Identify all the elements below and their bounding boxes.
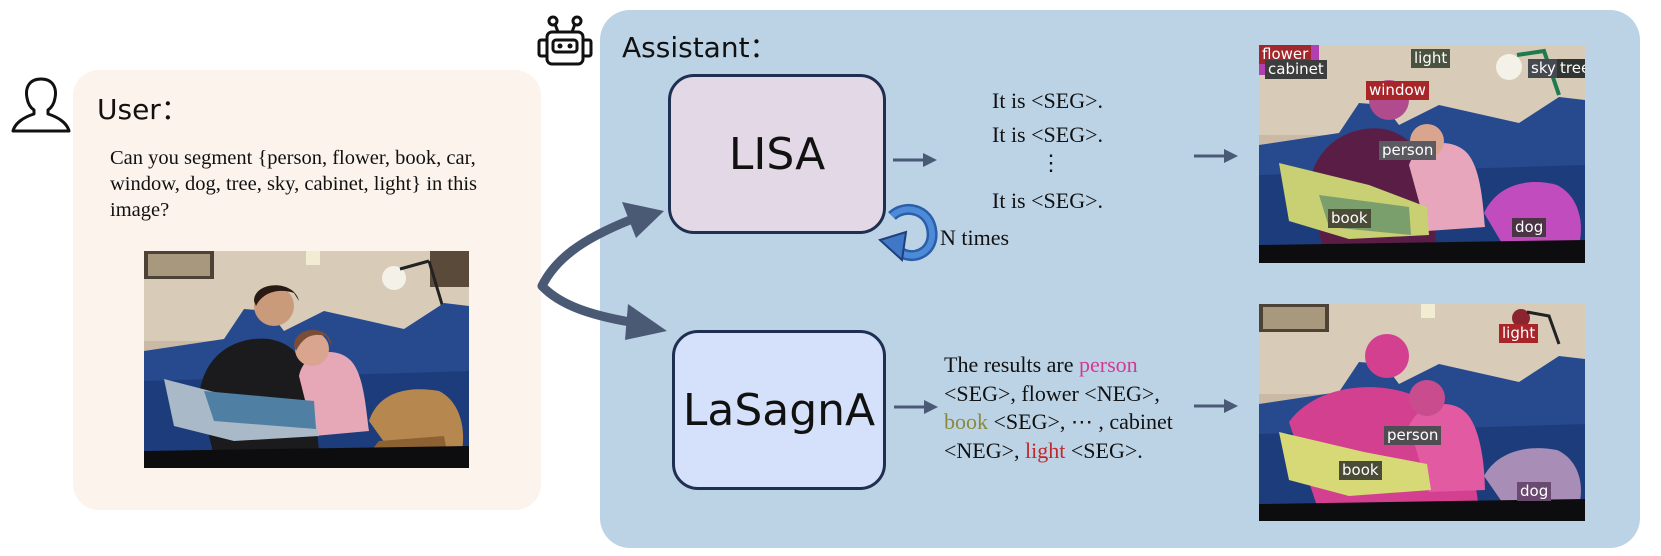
mask-tag: cabinet (1265, 60, 1327, 79)
lisa-output-line: It is <SEG>. (992, 122, 1103, 147)
lisa-output-line: It is <SEG>. (992, 188, 1103, 213)
robot-icon (537, 15, 593, 66)
user-heading: User： (97, 93, 189, 126)
user-silhouette-icon (11, 77, 71, 133)
result-text-part: <SEG>, ⋯ , cabinet <NEG>, (944, 409, 1173, 463)
lisa-output-line: It is <SEG>. (992, 88, 1103, 113)
result-person: person (1079, 352, 1138, 377)
lasagna-output-arrow (894, 400, 938, 414)
result-light: light (1025, 437, 1066, 463)
mask-tag: person (1384, 426, 1442, 445)
user-prompt: Can you segment {person, flower, book, c… (110, 147, 478, 221)
input-photo (144, 251, 469, 468)
lasagna-result-photo: light person book dog (1259, 304, 1585, 521)
mask-tag: book (1328, 209, 1371, 228)
repeat-label: N times (940, 225, 1010, 250)
mask-tag: dog (1517, 482, 1552, 501)
lisa-result-arrow (1194, 149, 1238, 163)
mask-tag: light (1499, 324, 1539, 343)
lisa-result-photo: flower cabinet light sky tree window per… (1259, 45, 1585, 263)
lisa-output-ellipsis: ⋮ (1040, 150, 1062, 175)
lasagna-box: LaSagnA (672, 330, 886, 490)
mask-tag: flower (1259, 45, 1312, 64)
lasagna-result-text: The results are person <SEG>, flower <NE… (944, 351, 1204, 465)
mask-tag: sky (1528, 59, 1559, 78)
lasagna-result-arrow (1194, 399, 1238, 413)
mask-tag: light (1411, 49, 1451, 68)
result-text-part: <SEG>. (1065, 437, 1143, 463)
result-text-part: <SEG>, flower <NEG>, (944, 380, 1160, 406)
loop-arrow-icon (878, 203, 938, 263)
mask-tag: person (1379, 141, 1437, 160)
mask-tag: dog (1512, 218, 1547, 237)
lasagna-label: LaSagnA (682, 384, 876, 436)
mask-tag: book (1339, 461, 1382, 480)
lisa-box: LISA (668, 74, 886, 234)
assistant-heading: Assistant： (622, 31, 778, 64)
result-book: book (944, 409, 988, 434)
lisa-label: LISA (728, 128, 826, 180)
mask-tag: window (1366, 81, 1429, 100)
branch-arrows (537, 202, 667, 340)
mask-tag: tree (1557, 59, 1585, 78)
result-text-part: The results are (944, 352, 1079, 377)
lisa-output-arrow (893, 153, 937, 167)
